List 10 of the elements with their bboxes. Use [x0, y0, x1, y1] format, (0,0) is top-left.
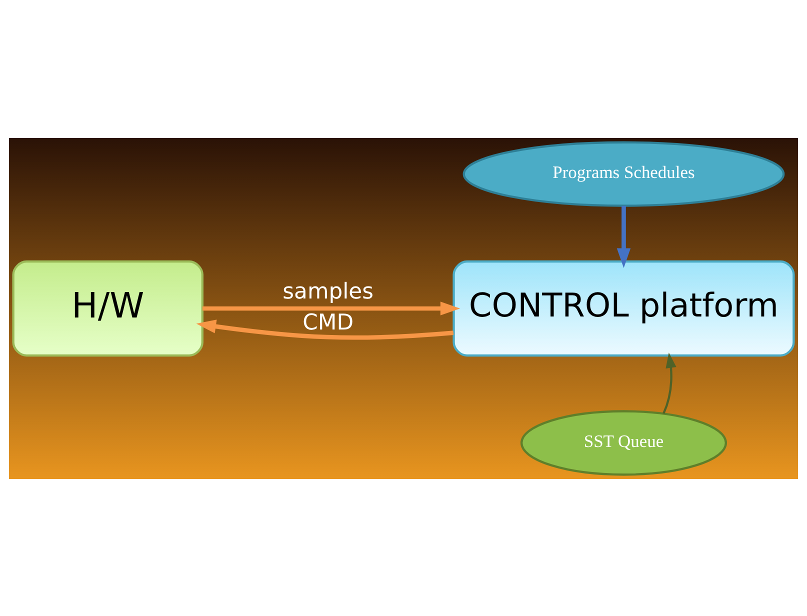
arrow	[662, 352, 676, 414]
arrow	[202, 301, 460, 315]
arrow	[196, 319, 454, 340]
arrow	[616, 205, 631, 268]
node-ellipse: SST Queue	[520, 410, 728, 476]
edge-label: samples	[282, 279, 374, 304]
node-box: CONTROL platform	[452, 260, 795, 356]
node-box: H/W	[12, 260, 204, 356]
edge-label: CMD	[302, 310, 354, 335]
node-ellipse: Programs Schedules	[462, 140, 785, 206]
